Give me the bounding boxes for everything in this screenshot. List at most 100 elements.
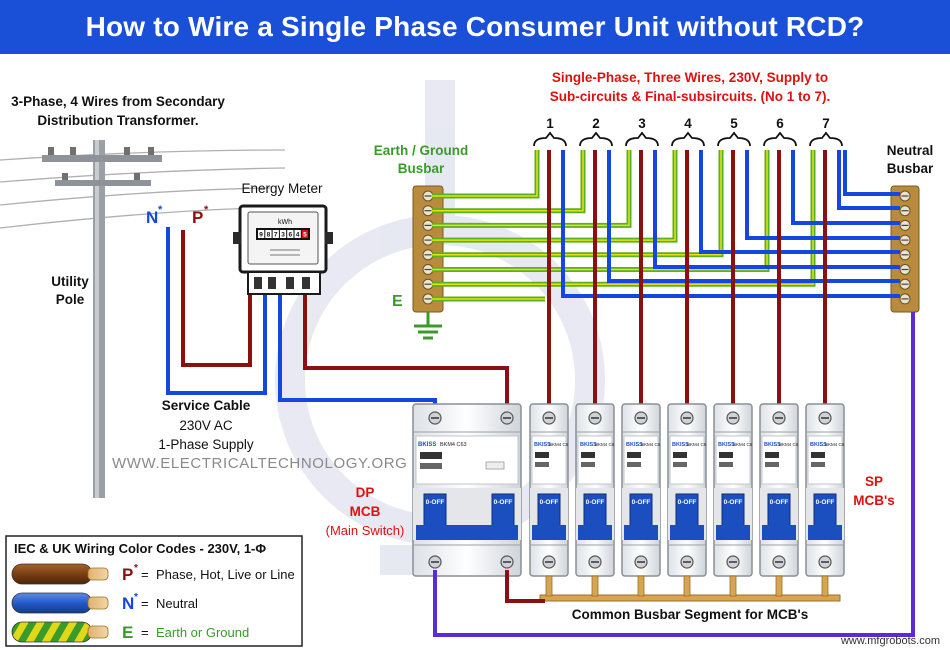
meter-digit-box [258, 230, 265, 238]
sp-mcb-off-label: 0-OFF [586, 499, 605, 506]
sp-mcb-off-label: 0-OFF [816, 499, 835, 506]
sp-label-line1: SP [865, 474, 883, 489]
sp-mcb-brand: BKISS [534, 442, 551, 448]
circuit-number: 1 [546, 116, 554, 131]
transformer-label-line2: Distribution Transformer. [37, 113, 198, 128]
sp-mcb-model: BKM4 C6 [733, 442, 753, 447]
dp-label-line3: (Main Switch) [326, 523, 405, 538]
earth-wire [432, 150, 816, 287]
legend-description: Phase, Hot, Live or Line [156, 567, 295, 582]
legend-star: * [134, 563, 138, 574]
legend-letter: E [122, 623, 133, 642]
legend-description: Neutral [156, 596, 198, 611]
dp-brand: BKISS [418, 442, 436, 448]
meter-digit: 5 [303, 232, 307, 239]
circuit-number: 2 [592, 116, 600, 131]
legend-star: * [134, 592, 138, 603]
sp-label-line2: MCB's [853, 493, 894, 508]
legend-wire-swatch [11, 621, 93, 643]
phase-wire-letter: P [192, 208, 203, 227]
bottom-loop-wires [433, 312, 915, 637]
overhead-lines [0, 149, 286, 229]
earth-busbar-label-line2: Busbar [398, 161, 445, 176]
legend-copper-core [87, 596, 109, 610]
meter-digit: 7 [274, 232, 278, 239]
neutral-wire [699, 150, 900, 254]
neutral-busbar [890, 185, 920, 313]
circuit-bracket [533, 131, 567, 147]
meter-digit-box [287, 230, 294, 238]
meter-digit: 4 [296, 232, 300, 239]
sub-circuit-wiring [432, 150, 900, 412]
earth-wire [432, 150, 632, 228]
dp-label-line1: DP [356, 485, 375, 500]
earth-letter: E [392, 293, 403, 310]
sp-mcb-brand: BKISS [764, 442, 781, 448]
busbar-tooth [683, 575, 691, 597]
legend-equals: = [141, 625, 149, 640]
energy-meter-label: Energy Meter [241, 181, 323, 196]
legend-row: P*=Phase, Hot, Live or Line [11, 563, 295, 585]
meter-digit: 8 [267, 232, 271, 239]
neutral-wire [653, 150, 900, 269]
neutral-wire-letter: N [146, 208, 158, 227]
sp-mcb-model: BKM4 C6 [779, 442, 799, 447]
dp-neutral-to-busbar [433, 312, 915, 637]
dp-label-line2: MCB [350, 504, 381, 519]
legend-copper-core [87, 625, 109, 639]
neutral-busbar-label-line2: Busbar [887, 161, 934, 176]
circuit-bracket [717, 131, 751, 147]
circuit-bracket [671, 131, 705, 147]
legend-row: N*=Neutral [11, 592, 198, 614]
busbar-tooth [637, 575, 645, 597]
dp-off-label-left: 0-OFF [426, 499, 445, 506]
watermark-text: WWW.ELECTRICALTECHNOLOGY.ORG [112, 455, 407, 472]
neutral-wire-star: * [158, 204, 163, 216]
dp-off-label-right: 0-OFF [494, 499, 513, 506]
sp-mcb-model: BKM4 C6 [825, 442, 845, 447]
legend-description: Earth or Ground [156, 625, 249, 640]
neutral-wire [745, 150, 900, 240]
service-cable-label: Service Cable [162, 398, 251, 413]
sp-mcb-model: BKM4 C6 [687, 442, 707, 447]
circuit-number: 6 [776, 116, 784, 131]
sp-mcb-brand: BKISS [718, 442, 735, 448]
meter-digit-box [279, 230, 287, 238]
sp-mcb-brand: BKISS [626, 442, 643, 448]
earth-busbar [412, 185, 444, 313]
circuit-number: 5 [730, 116, 738, 131]
circuit-number: 7 [822, 116, 830, 131]
meter-phase-out [303, 290, 509, 412]
sp-mcb-model: BKM4 C6 [641, 442, 661, 447]
circuit-bracket [579, 131, 613, 147]
service-supply-label: 1-Phase Supply [158, 437, 254, 452]
page-title: How to Wire a Single Phase Consumer Unit… [85, 11, 865, 42]
ground-symbol [414, 312, 442, 340]
supply-phase-wire [181, 230, 252, 367]
sp-mcb-model: BKM4 C6 [549, 442, 569, 447]
common-busbar-label: Common Busbar Segment for MCB's [572, 607, 808, 622]
color-code-legend: IEC & UK Wiring Color Codes - 230V, 1-Φ … [5, 535, 303, 647]
meter-digit: 9 [259, 232, 263, 239]
utility-pole [42, 140, 162, 498]
legend-letter: P [122, 565, 133, 584]
earth-busbar-label-line1: Earth / Ground [374, 143, 469, 158]
sp-mcb-brand: BKISS [580, 442, 597, 448]
title-banner: How to Wire a Single Phase Consumer Unit… [0, 0, 950, 54]
busbar-tooth [821, 575, 829, 597]
busbar-tooth [545, 575, 553, 597]
legend-wire-swatch [11, 592, 93, 614]
legend-title: IEC & UK Wiring Color Codes - 230V, 1-Φ [14, 541, 266, 556]
